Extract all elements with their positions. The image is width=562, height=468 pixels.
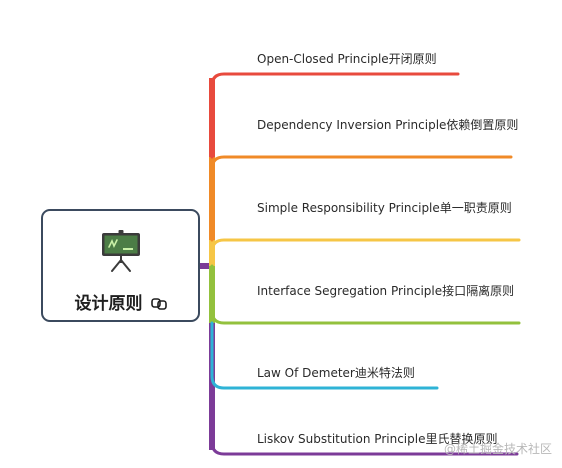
root-topic[interactable]: 设计原则 [41,209,200,322]
link-icon[interactable] [150,297,167,311]
branch-topic-1[interactable]: Open-Closed Principle开闭原则 [257,52,437,66]
branch-topic-6[interactable]: Liskov Substitution Principle里氏替换原则 [257,432,498,446]
branch-connector-1 [210,72,460,159]
presentation-board-icon [102,230,140,272]
branch-connector-3 [210,238,521,268]
branch-topic-2[interactable]: Dependency Inversion Principle依赖倒置原则 [257,118,519,132]
branch-topic-4[interactable]: Interface Segregation Principle接口隔离原则 [257,284,515,298]
branch-connector-2 [210,155,513,242]
watermark: @稀土掘金技术社区 [443,442,552,456]
branch-connector-6 [210,386,519,456]
root-title: 设计原则 [74,294,143,314]
branch-connector-4 [210,264,521,325]
root-title-row: 设计原则 [43,289,198,314]
branch-connector-5 [210,321,439,390]
branch-topic-5[interactable]: Law Of Demeter迪米特法则 [257,366,415,380]
branch-topic-3[interactable]: Simple Responsibility Principle单一职责原则 [257,201,512,215]
